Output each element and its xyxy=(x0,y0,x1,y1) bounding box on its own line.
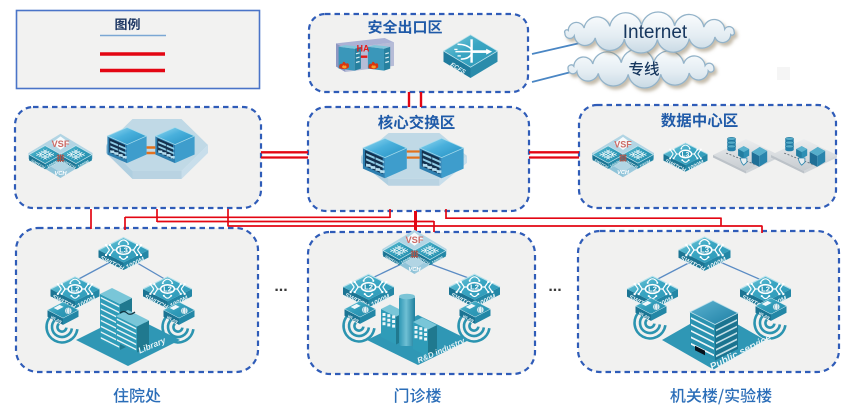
svg-text:1000M: 1000M xyxy=(431,255,445,266)
svg-text:...: ... xyxy=(548,278,561,295)
svg-text:VCH: VCH xyxy=(408,267,421,273)
svg-text:1000M: 1000M xyxy=(638,158,651,169)
svg-text:...: ... xyxy=(274,278,287,295)
svg-text:SWITCH: SWITCH xyxy=(593,158,609,170)
svg-text:WLAN: WLAN xyxy=(758,310,771,320)
svg-text:VCH: VCH xyxy=(617,170,630,176)
svg-text:L2: L2 xyxy=(470,283,479,292)
svg-text:L2: L2 xyxy=(761,285,770,294)
svg-text:VSF: VSF xyxy=(405,235,423,245)
svg-text:VSF: VSF xyxy=(614,139,632,149)
svg-text:WLAN: WLAN xyxy=(166,314,179,324)
svg-text:SWITCH: SWITCH xyxy=(623,158,639,170)
svg-text:L3: L3 xyxy=(682,151,690,158)
svg-text:WLAN: WLAN xyxy=(50,314,63,324)
svg-text:1000M: 1000M xyxy=(609,158,622,169)
svg-text:HA: HA xyxy=(357,44,370,54)
svg-text:WLAN: WLAN xyxy=(347,313,360,323)
svg-text:1000M: 1000M xyxy=(400,255,414,266)
svg-text:1000M: 1000M xyxy=(77,159,91,170)
svg-text:1000M: 1000M xyxy=(46,159,60,170)
svg-text:VCH: VCH xyxy=(54,171,67,177)
svg-text:Internet: Internet xyxy=(623,22,688,43)
svg-text:L3: L3 xyxy=(700,246,710,255)
svg-text:WLAN: WLAN xyxy=(638,310,651,320)
svg-text:L2: L2 xyxy=(364,283,373,292)
svg-text:VSF: VSF xyxy=(51,139,69,149)
svg-text:L2: L2 xyxy=(163,285,172,294)
svg-text:L2: L2 xyxy=(648,285,657,294)
svg-text:WLAN: WLAN xyxy=(462,313,475,323)
svg-text:L2: L2 xyxy=(71,285,80,294)
svg-text:L3: L3 xyxy=(119,246,128,255)
